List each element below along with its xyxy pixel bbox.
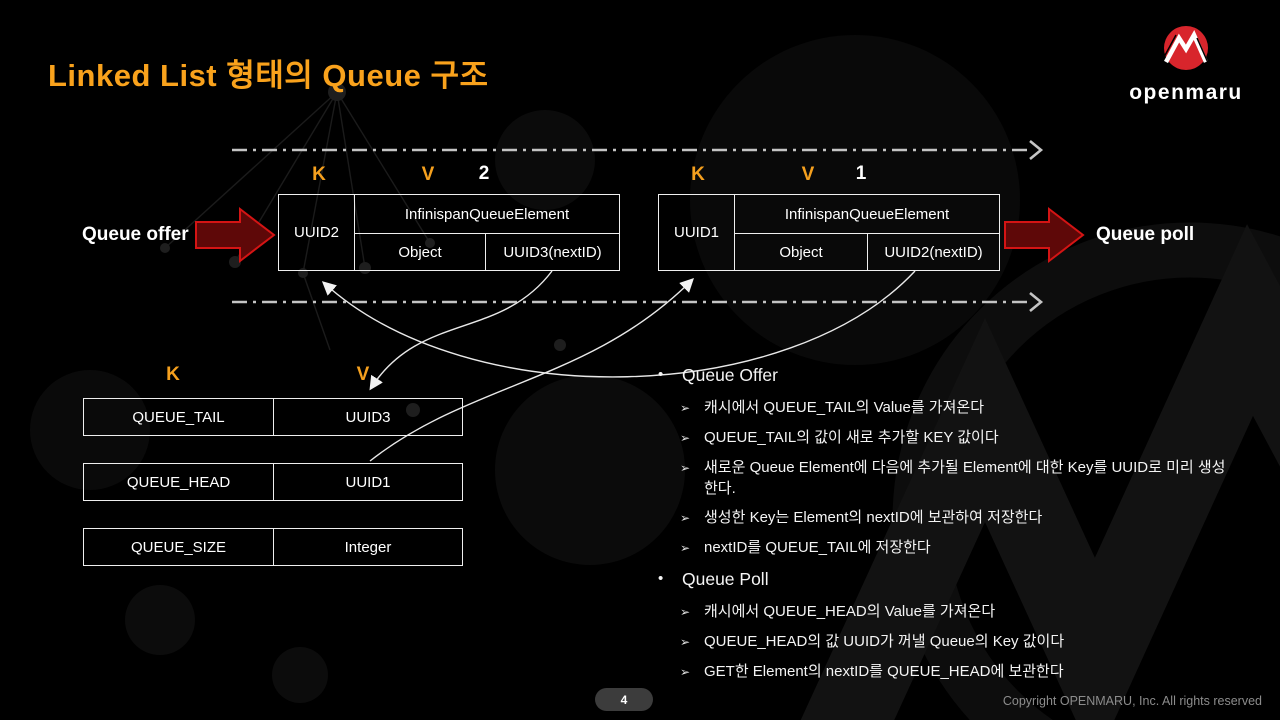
box1-class-cell: InfinispanQueueElement [354,194,620,234]
openmaru-logo: openmaru [1118,22,1254,105]
notes-heading-text: Queue Poll [682,569,769,589]
bg-network-dots [160,83,566,417]
note-item: ➢ 캐시에서 QUEUE_HEAD의 Value를 가져온다 [680,601,1258,623]
connector-nextid2-to-uuid2 [321,270,916,378]
openmaru-logo-icon [1162,26,1210,70]
connector-nextid3-to-tail [369,270,553,391]
note-item-text: QUEUE_HEAD의 값 UUID가 꺼낼 Queue의 Key 값이다 [704,633,1065,650]
note-item: ➢ QUEUE_HEAD의 값 UUID가 꺼낼 Queue의 Key 값이다 [680,631,1258,653]
chevron-bullet-icon: ➢ [680,635,691,649]
queue-offer-label: Queue offer [82,224,189,245]
chevron-bullet-icon: ➢ [680,605,691,619]
flow-dash-line-bottom [232,291,1044,313]
chevron-bullet-icon: ➢ [680,665,691,679]
kvtable-row2-value: UUID1 [273,463,463,501]
kvtable-value-header: V [356,364,370,385]
box2-object-cell: Object [734,233,868,271]
kvtable-row3-key: QUEUE_SIZE [83,528,274,566]
kvtable-row1-value: UUID3 [273,398,463,436]
bg-circle [125,585,195,655]
poll-arrow-icon [1004,206,1085,264]
bullet-icon: • [658,570,664,587]
bg-watermark-m [800,224,1280,720]
box2-key-label: K [691,164,705,185]
bg-circle [30,370,150,490]
chevron-bullet-icon: ➢ [680,541,691,555]
note-item: ➢ GET한 Element의 nextID를 QUEUE_HEAD에 보관한다 [680,661,1258,683]
notes-heading-poll: • Queue Poll [652,567,1258,591]
notes-heading-text: Queue Offer [682,365,778,385]
box1-object-cell: Object [354,233,486,271]
kvtable-row1-key: QUEUE_TAIL [83,398,274,436]
chevron-bullet-icon: ➢ [680,401,691,415]
note-item: ➢ 새로운 Queue Element에 다음에 추가될 Element에 대한… [680,457,1258,499]
box2-value-label: V [801,164,815,185]
box1-order-number: 2 [478,163,490,184]
note-item-text: QUEUE_TAIL의 값이 새로 추가할 KEY 값이다 [704,429,999,446]
page-title: Linked List 형태의 Queue 구조 [48,58,489,93]
note-item: ➢ nextID를 QUEUE_TAIL에 저장한다 [680,537,1258,559]
kvtable-row2-key: QUEUE_HEAD [83,463,274,501]
box2-key-cell: UUID1 [658,194,735,271]
box1-nextid-cell: UUID3(nextID) [485,233,620,271]
chevron-bullet-icon: ➢ [680,431,691,445]
copyright-text: Copyright OPENMARU, Inc. All rights rese… [1002,694,1262,708]
queue-poll-label: Queue poll [1096,224,1195,245]
box2-nextid-cell: UUID2(nextID) [867,233,1000,271]
note-item: ➢ 캐시에서 QUEUE_TAIL의 Value를 가져온다 [680,397,1258,419]
page-number-badge: 4 [595,688,653,711]
kvtable-key-header: K [166,364,180,385]
note-item-text: GET한 Element의 nextID를 QUEUE_HEAD에 보관한다 [704,663,1064,680]
bg-circle [495,110,595,210]
box1-value-label: V [421,164,435,185]
chevron-bullet-icon: ➢ [680,511,691,525]
note-item-text: 캐시에서 QUEUE_TAIL의 Value를 가져온다 [704,399,985,416]
bg-circle [690,35,1020,365]
note-item-text: 새로운 Queue Element에 다음에 추가될 Element에 대한 K… [704,459,1226,497]
chevron-bullet-icon: ➢ [680,461,691,475]
note-item-text: 캐시에서 QUEUE_HEAD의 Value를 가져온다 [704,603,996,620]
box1-key-cell: UUID2 [278,194,355,271]
kvtable-row3-value: Integer [273,528,463,566]
box1-key-label: K [312,164,326,185]
bullet-icon: • [658,366,664,383]
offer-arrow-icon [195,206,276,264]
note-item-text: nextID를 QUEUE_TAIL에 저장한다 [704,539,931,556]
flow-dash-line-top [232,139,1044,161]
connector-head-to-uuid1 [369,278,694,462]
note-item: ➢ QUEUE_TAIL의 값이 새로 추가할 KEY 값이다 [680,427,1258,449]
notes-heading-offer: • Queue Offer [652,363,1258,387]
box2-order-number: 1 [855,163,867,184]
bg-circle [495,375,685,565]
bg-circle [272,647,328,703]
box2-class-cell: InfinispanQueueElement [734,194,1000,234]
openmaru-logo-text: openmaru [1129,81,1243,104]
note-item: ➢ 생성한 Key는 Element의 nextID에 보관하여 저장한다 [680,507,1258,529]
notes-panel: • Queue Offer ➢ 캐시에서 QUEUE_TAIL의 Value를 … [652,363,1258,691]
note-item-text: 생성한 Key는 Element의 nextID에 보관하여 저장한다 [704,509,1043,526]
